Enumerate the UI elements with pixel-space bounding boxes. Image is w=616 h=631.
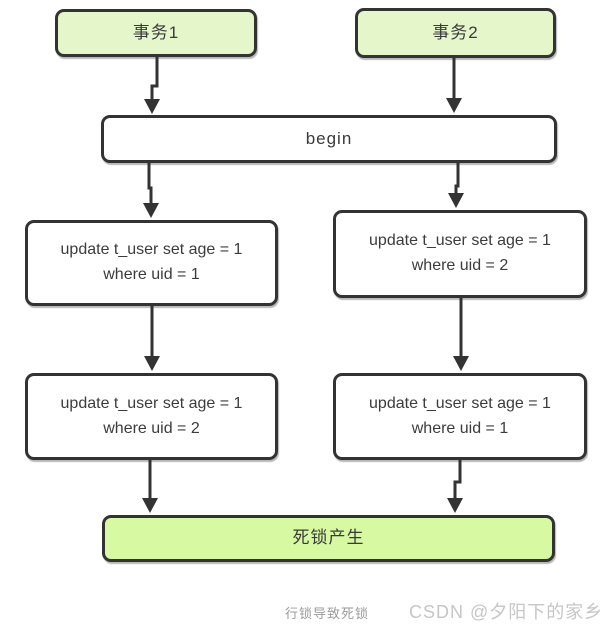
node-begin-label: begin [305, 128, 353, 148]
node-t2-update2: update t_user set age = 1 where uid = 1 [333, 373, 587, 460]
node-t2-update2-line1: update t_user set age = 1 [369, 394, 551, 412]
node-transaction2-label: 事务2 [432, 22, 479, 42]
node-t2-update1-line1: update t_user set age = 1 [369, 232, 551, 250]
node-deadlock: 死锁产生 [102, 515, 555, 562]
node-t1-update1: update t_user set age = 1 where uid = 1 [25, 220, 278, 306]
node-deadlock-label: 死锁产生 [292, 528, 365, 548]
csdn-watermark: CSDN @夕阳下的家乡 [409, 602, 604, 622]
node-t2-update1: update t_user set age = 1 where uid = 2 [333, 210, 587, 298]
node-begin: begin [101, 115, 557, 163]
arrow-begin-to-t2-update1 [448, 163, 464, 208]
node-t2-update2-line2: where uid = 1 [411, 419, 509, 437]
node-t1-update1-line2: where uid = 1 [103, 266, 200, 283]
figure-caption: 行锁导致死锁 [285, 606, 370, 621]
node-transaction2: 事务2 [355, 8, 556, 58]
node-t1-update1-line1: update t_user set age = 1 [60, 241, 243, 259]
arrow-begin-to-t1-update1 [143, 163, 159, 218]
arrow-t1-update1-to-t1-update2 [144, 305, 160, 371]
node-transaction1-label: 事务1 [132, 22, 180, 42]
node-t1-update2: update t_user set age = 1 where uid = 2 [25, 373, 278, 460]
arrow-transaction2-to-begin [446, 58, 462, 113]
node-t1-update2-line1: update t_user set age = 1 [60, 394, 243, 412]
node-transaction1: 事务1 [55, 9, 257, 57]
arrow-t1-update2-to-deadlock [142, 460, 158, 513]
node-t1-update2-line2: where uid = 2 [103, 419, 200, 437]
arrow-t2-update2-to-deadlock [447, 460, 463, 513]
arrow-t2-update1-to-t2-update2 [453, 298, 469, 371]
node-t2-update1-line2: where uid = 2 [411, 257, 509, 274]
arrow-transaction1-to-begin [144, 57, 160, 114]
